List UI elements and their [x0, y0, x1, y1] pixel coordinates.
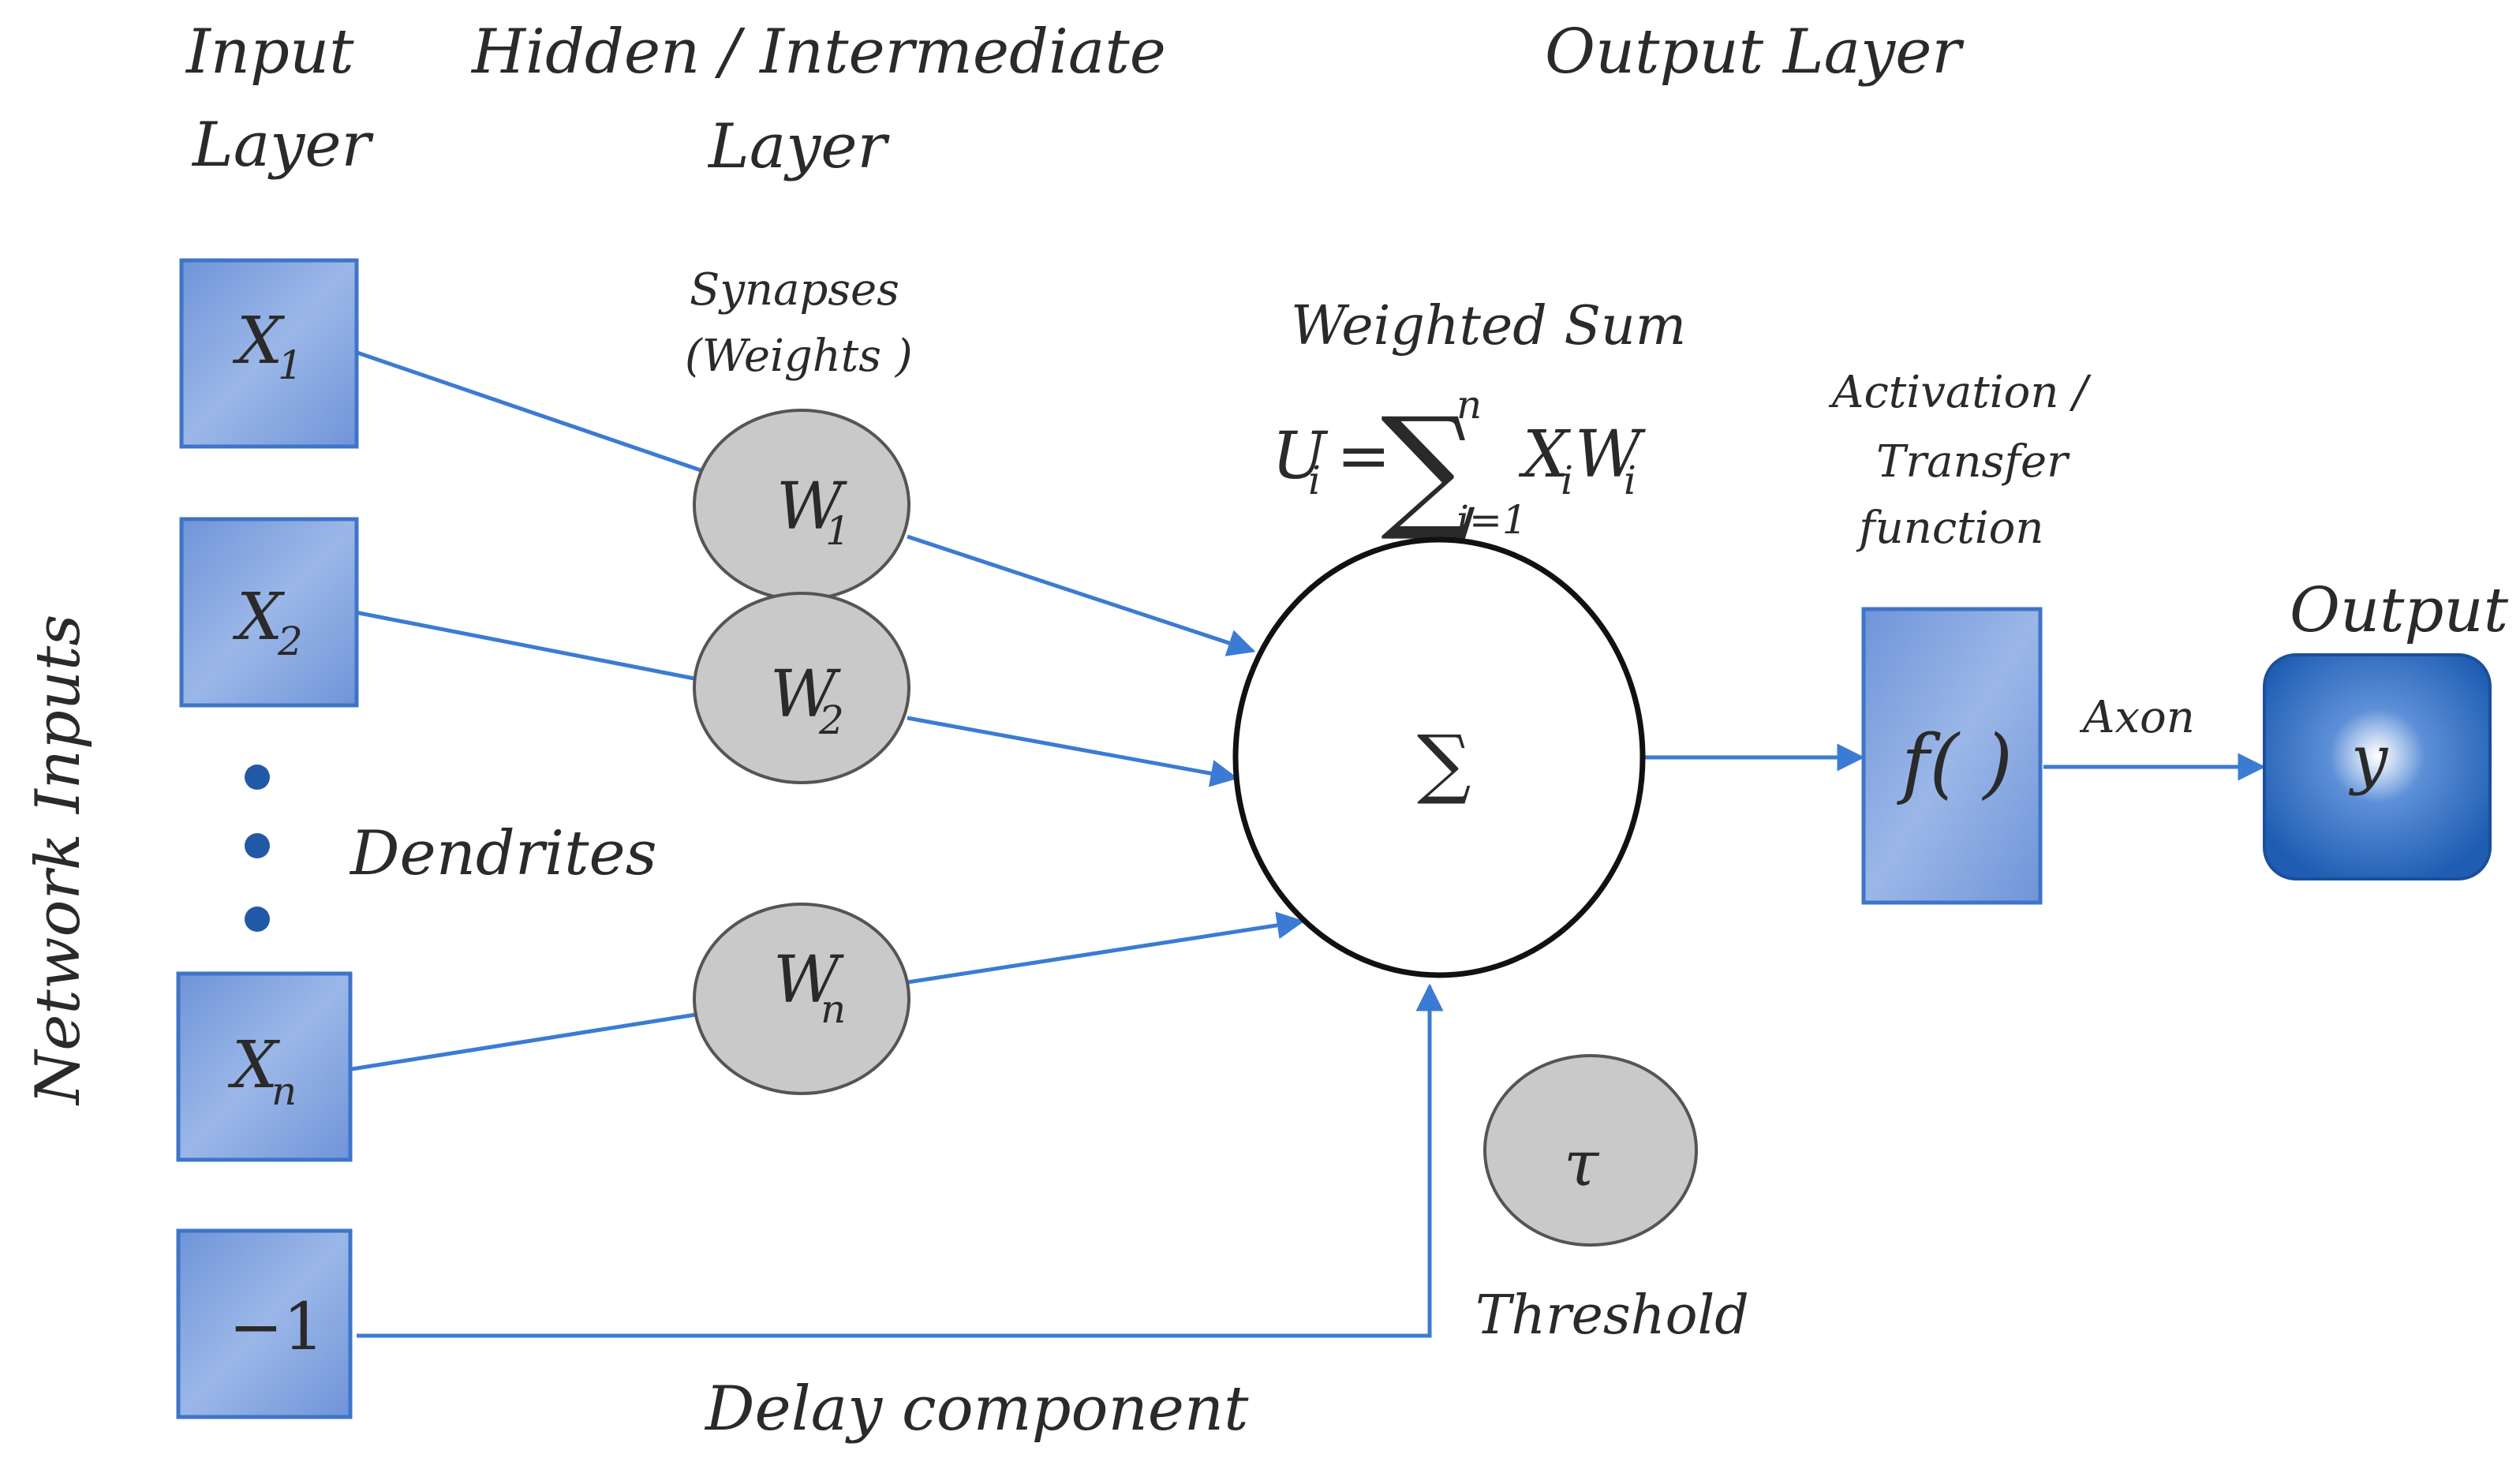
- input-layer-header-line2: Layer: [191, 110, 375, 181]
- formula-lower-limit: i=1: [1456, 497, 1527, 543]
- input-node-x2: X 2: [179, 517, 359, 708]
- ellipsis-dot-2: [245, 833, 270, 858]
- input-xn-subscript: n: [271, 1068, 297, 1114]
- input-x2-subscript: 2: [277, 619, 303, 664]
- formula-upper-limit: n: [1456, 382, 1482, 428]
- weighted-sum-formula: U i = ∑ n i=1 X i W i: [1272, 382, 1646, 545]
- input-node-bias: −1: [176, 1228, 353, 1419]
- output-node: y: [2263, 653, 2492, 880]
- weight-node-w2: W 2: [693, 592, 910, 784]
- bias-input-value: −1: [229, 1290, 324, 1365]
- weight-wn-symbol: W: [773, 943, 844, 1018]
- formula-lhs: U: [1272, 419, 1329, 494]
- hidden-layer-header-line2: Layer: [707, 111, 891, 182]
- threshold-label: Threshold: [1475, 1284, 1749, 1347]
- formula-term-w-subscript: i: [1624, 458, 1636, 503]
- input-x1-symbol: X: [232, 304, 286, 379]
- network-inputs-label: Network Inputs: [23, 615, 94, 1106]
- edge-w1-sum: [907, 534, 1256, 656]
- formula-sigma: ∑: [1381, 389, 1476, 545]
- formula-lhs-subscript: i: [1308, 458, 1321, 503]
- edge-x2-w2: [354, 610, 695, 681]
- formula-term-x: X: [1518, 417, 1572, 492]
- synapses-label-line2: (Weights ): [685, 331, 913, 382]
- output-layer-header: Output Layer: [1545, 17, 1965, 88]
- synapses-label-line1: Synapses: [690, 264, 899, 316]
- activation-label-line2: Transfer: [1876, 436, 2070, 488]
- weight-w2-symbol: W: [770, 657, 841, 732]
- output-value: y: [2348, 722, 2389, 797]
- summation-node: ∑: [1232, 536, 1646, 978]
- formula-term-w: W: [1575, 417, 1646, 492]
- input-layer-header-line1: Input: [185, 17, 354, 88]
- hidden-layer-header-line1: Hidden / Intermediate: [470, 17, 1166, 88]
- activation-label-line3: function: [1856, 503, 2043, 554]
- edge-xn-wn: [351, 1012, 697, 1071]
- delay-component-label: Delay component: [704, 1374, 1249, 1445]
- threshold-node: τ: [1483, 1054, 1698, 1247]
- weight-w1-symbol: W: [776, 469, 847, 544]
- weight-wn-subscript: n: [821, 986, 846, 1032]
- weighted-sum-title: Weighted Sum: [1291, 295, 1686, 357]
- ellipsis-dot-3: [245, 907, 270, 932]
- edge-x1-w1: [354, 350, 701, 473]
- input-xn-symbol: X: [227, 1028, 281, 1103]
- activation-function-symbol: f( ): [1897, 719, 2013, 807]
- output-label: Output: [2290, 575, 2509, 646]
- formula-equals: =: [1337, 419, 1391, 494]
- edge-wn-sum: [907, 911, 1305, 985]
- input-x1-subscript: 1: [278, 342, 303, 388]
- summation-symbol: ∑: [1417, 719, 1471, 807]
- input-x2-symbol: X: [232, 580, 286, 655]
- activation-label-line1: Activation /: [1828, 367, 2092, 418]
- input-node-x1: X 1: [179, 258, 359, 449]
- axon-label: Axon: [2079, 692, 2195, 743]
- threshold-symbol: τ: [1564, 1127, 1600, 1200]
- edge-delay-sum: [357, 983, 1444, 1338]
- activation-node: f( ): [1861, 607, 2043, 905]
- input-node-xn: X n: [176, 971, 353, 1162]
- weight-node-w1: W 1: [693, 409, 910, 601]
- weight-node-wn: W n: [693, 903, 910, 1095]
- edge-w2-sum: [907, 716, 1239, 787]
- ellipsis-dot-1: [245, 765, 270, 790]
- formula-term-x-subscript: i: [1561, 458, 1573, 503]
- weight-w1-subscript: 1: [825, 508, 851, 554]
- weight-w2-subscript: 2: [818, 697, 844, 743]
- dendrites-label: Dendrites: [349, 818, 657, 889]
